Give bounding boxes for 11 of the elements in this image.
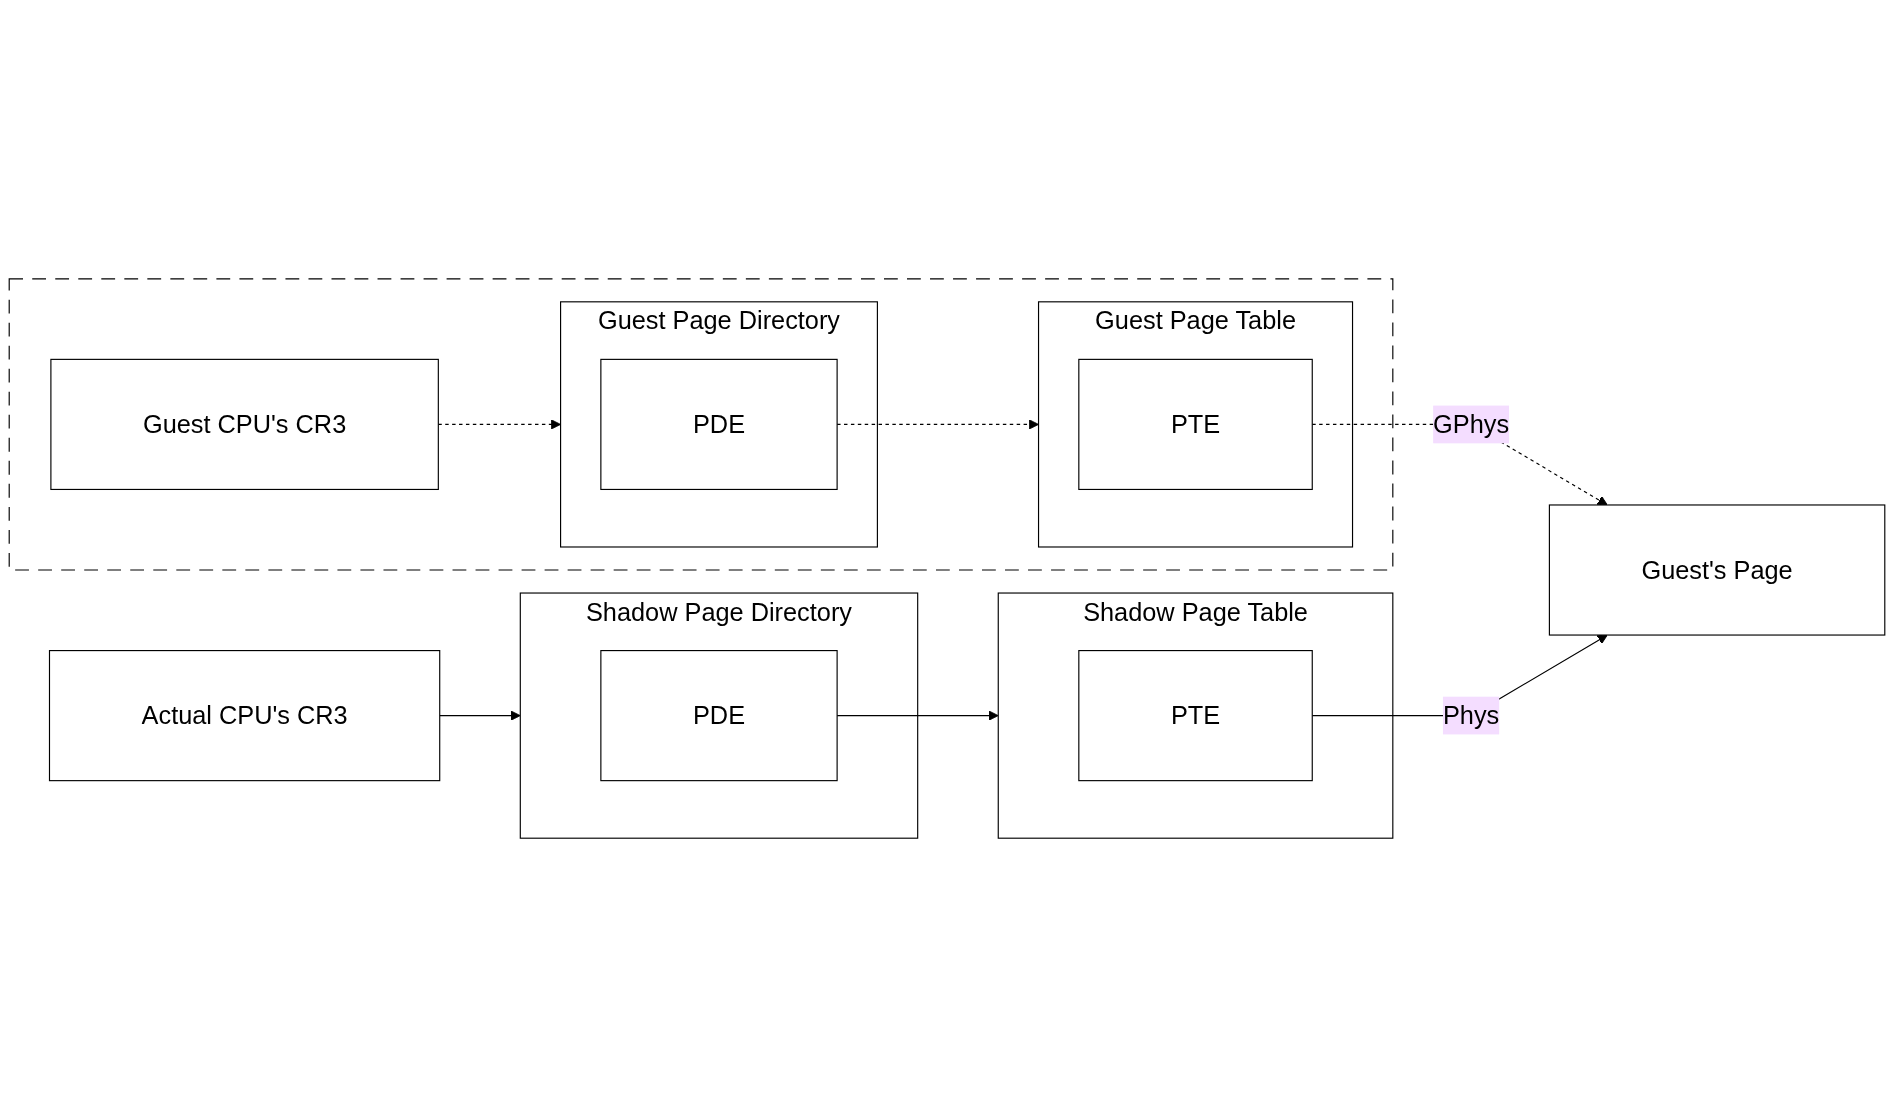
cluster [8,278,1394,571]
node-box: Guest CPU's CR3 [50,358,439,490]
node-box: PTE [1078,650,1313,782]
node-box: PTE [1078,358,1313,490]
node-box: Guest's Page [1548,504,1886,636]
arrow [439,710,521,721]
edge-label: Phys [1442,701,1500,730]
node-box: Actual CPU's CR3 [48,650,441,782]
node-box: PDE [600,358,838,490]
node-box: PDE [600,650,838,782]
edge-label: GPhys [1433,410,1510,439]
